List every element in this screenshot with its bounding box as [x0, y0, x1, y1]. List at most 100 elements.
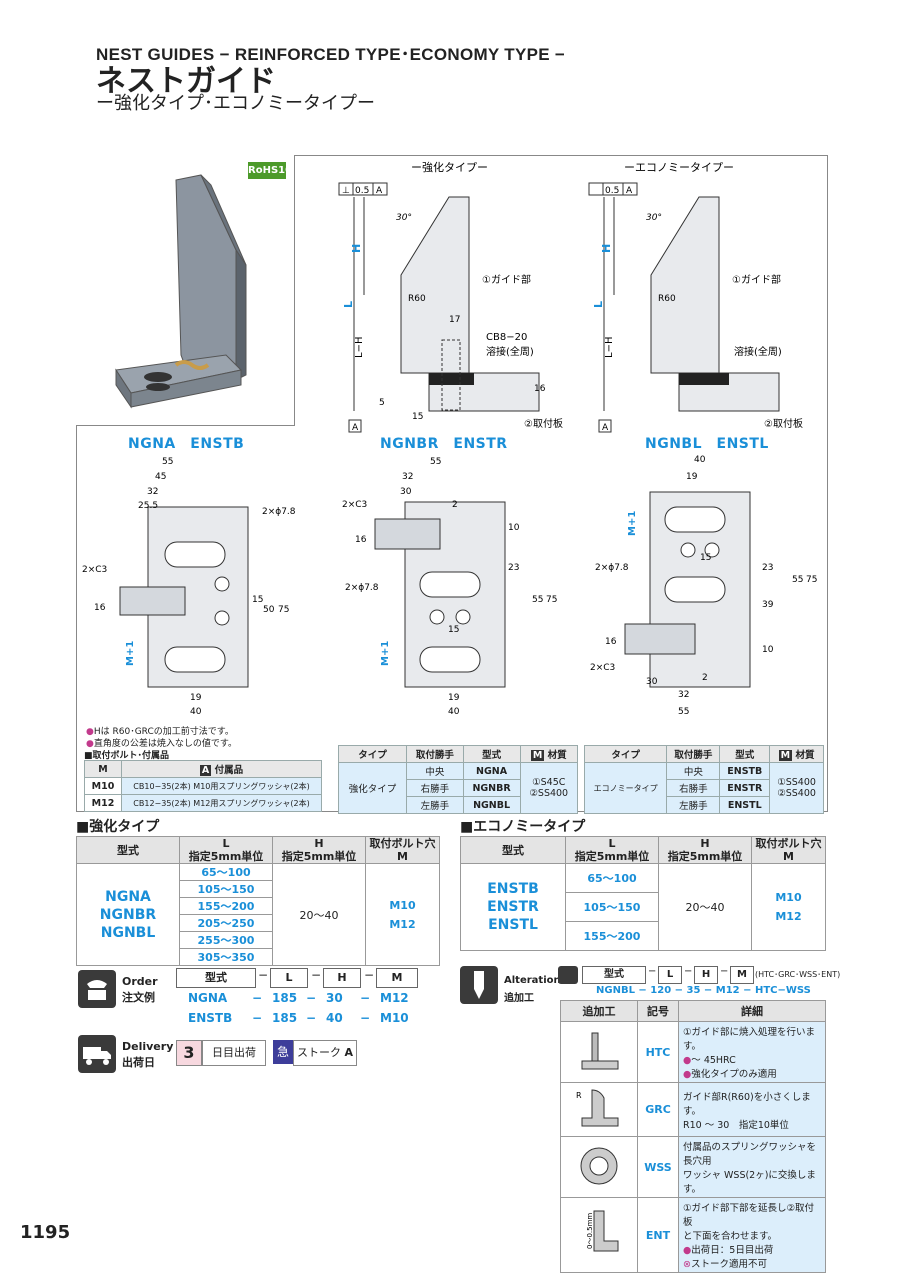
svg-text:2: 2	[452, 500, 458, 510]
bolt-table-title: ■取付ボルト･付属品	[84, 751, 170, 761]
svg-text:23: 23	[508, 563, 519, 573]
delivery-days-text: 日目出荷	[202, 1040, 266, 1066]
svg-text:19: 19	[686, 472, 698, 482]
alt-code-M: M	[730, 966, 754, 984]
spec-reinforced-title: ■強化タイプ	[76, 819, 160, 835]
svg-text:32: 32	[147, 487, 158, 497]
svg-text:②取付板: ②取付板	[764, 417, 803, 430]
economy-title: ーエコノミータイプー	[624, 161, 734, 174]
svg-text:16: 16	[94, 603, 106, 613]
svg-text:CB8−20: CB8−20	[486, 332, 527, 343]
svg-text:32: 32	[402, 472, 413, 482]
alt-example: NGNBL − 120 − 35 − M12 − HTC−WSS	[596, 985, 811, 996]
svg-text:②取付板: ②取付板	[524, 417, 563, 430]
alt-sep-2: −	[684, 966, 693, 977]
svg-text:0〜0.5mm: 0〜0.5mm	[586, 1212, 594, 1248]
svg-text:A: A	[376, 186, 383, 196]
spec-table-economy: 型式 L 指定5mm単位 H 指定5mm単位 取付ボルト穴 M ENSTB EN…	[460, 836, 826, 951]
svg-text:55: 55	[430, 457, 441, 467]
svg-text:19: 19	[448, 693, 460, 703]
svg-text:M+1: M+1	[125, 641, 136, 666]
delivery-label-en: Delivery	[122, 1040, 174, 1053]
reinforced-side-view: ⊥ 0.5 A H L L−H 5 15 17 16 30° R60 ①ガイド部…	[338, 182, 563, 433]
express-icon: 急	[273, 1040, 293, 1064]
svg-text:L: L	[342, 301, 355, 308]
svg-text:5: 5	[379, 398, 385, 408]
svg-text:16: 16	[355, 535, 367, 545]
svg-text:15: 15	[448, 625, 459, 635]
alt-code-L: L	[658, 966, 682, 984]
phone-icon	[78, 970, 116, 1008]
svg-text:16: 16	[605, 637, 617, 647]
ent-illustration: 0〜0.5mm	[586, 1210, 619, 1251]
svg-text:15: 15	[412, 412, 423, 422]
svg-text:30°: 30°	[646, 213, 662, 223]
page-number: 1195	[20, 1222, 71, 1243]
htc-illustration	[581, 1032, 619, 1069]
svg-text:H: H	[600, 244, 613, 253]
svg-text:2×C3: 2×C3	[342, 500, 367, 510]
order-header-H: H	[323, 968, 361, 988]
alterations-table: 追加工 記号 詳細 HTC ①ガイド部に焼入処理を行います。 ●〜 45HRC …	[560, 1000, 826, 1273]
svg-text:40: 40	[694, 455, 706, 465]
alterations-label-jp: 追加工	[504, 993, 534, 1004]
note-1: ●Hは R60･GRCの加工前寸法です。	[86, 727, 234, 737]
svg-text:15: 15	[700, 553, 711, 563]
alt-code-model: 型式	[582, 966, 646, 984]
svg-text:L−H: L−H	[354, 337, 365, 358]
delivery-label-jp: 出荷日	[122, 1056, 155, 1069]
svg-text:M+1: M+1	[627, 511, 638, 536]
svg-text:15: 15	[252, 595, 263, 605]
svg-text:55: 55	[532, 595, 543, 605]
note-2: ●直角度の公差は焼入なしの値です。	[86, 739, 237, 749]
plan-view-drawings: 55 45 32 25.5 2×ϕ7.8 2×C3 16 15 50 75 M+…	[82, 455, 817, 717]
view-label-ngna: NGNA ENSTB	[128, 436, 245, 452]
view-label-ngnbr: NGNBR ENSTR	[380, 436, 508, 452]
svg-text:⊥: ⊥	[342, 186, 350, 196]
svg-text:R60: R60	[658, 294, 676, 304]
svg-text:A: A	[626, 186, 633, 196]
svg-text:L−H: L−H	[604, 337, 615, 358]
svg-text:55: 55	[678, 707, 689, 717]
svg-text:19: 19	[190, 693, 202, 703]
svg-text:H: H	[350, 244, 363, 253]
truck-icon	[78, 1035, 116, 1073]
svg-text:①ガイド部: ①ガイド部	[482, 273, 531, 286]
svg-text:10: 10	[762, 645, 774, 655]
order-sep-1: −	[258, 968, 269, 982]
grc-illustration: R	[576, 1089, 619, 1127]
svg-text:溶接(全周): 溶接(全周)	[734, 345, 782, 358]
plan-view-ngnbl: 40 19 M+1 15 2×ϕ7.8 23 55 75 39 16 10 2×…	[590, 455, 817, 717]
svg-text:39: 39	[762, 600, 774, 610]
svg-text:75: 75	[546, 595, 557, 605]
svg-text:40: 40	[190, 707, 202, 717]
phone-small-icon	[558, 966, 578, 984]
svg-text:R60: R60	[408, 294, 426, 304]
svg-text:17: 17	[449, 315, 460, 325]
header-title-en: NEST GUIDES − REINFORCED TYPE･ECONOMY TY…	[96, 45, 566, 64]
svg-text:A: A	[602, 423, 609, 433]
svg-text:M+1: M+1	[380, 641, 391, 666]
rohs-badge: RoHS10	[248, 162, 292, 179]
header-subtitle: ー強化タイプ･エコノミータイプー	[96, 93, 375, 114]
svg-text:16: 16	[534, 384, 546, 394]
svg-text:L: L	[592, 301, 605, 308]
order-label-en: Order	[122, 975, 158, 988]
order-header-L: L	[270, 968, 308, 988]
order-sep-3: −	[364, 968, 375, 982]
drill-icon	[460, 966, 498, 1004]
svg-text:55: 55	[162, 457, 173, 467]
plan-view-ngnbr: 55 32 30 2×C3 2 10 16 23 55 75 2×ϕ7.8 15…	[342, 457, 557, 717]
view-label-ngnbl: NGNBL ENSTL	[645, 436, 769, 452]
svg-text:23: 23	[762, 563, 773, 573]
order-label-jp: 注文例	[122, 991, 155, 1004]
svg-text:0.5: 0.5	[355, 186, 369, 196]
product-photo	[76, 155, 295, 426]
svg-text:50: 50	[263, 605, 275, 615]
svg-text:30: 30	[646, 677, 658, 687]
svg-text:75: 75	[806, 575, 817, 585]
wss-illustration	[580, 1147, 618, 1184]
alt-code-tail: (HTC･GRC･WSS･ENT)	[755, 970, 841, 979]
svg-text:2×C3: 2×C3	[590, 663, 615, 673]
